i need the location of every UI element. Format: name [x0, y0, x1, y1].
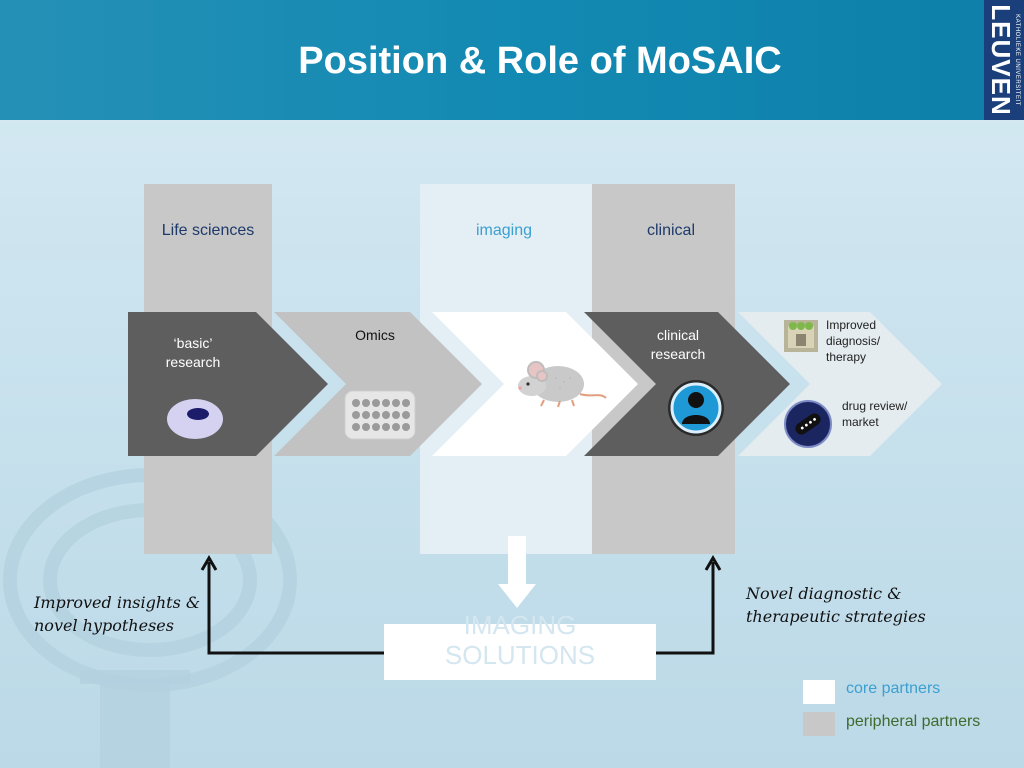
diagnosis-icon	[784, 320, 818, 352]
feedback-right-text: Novel diagnostic & therapeutic strategie…	[746, 584, 926, 626]
pill-icon	[784, 400, 832, 448]
microarray-icon	[344, 390, 416, 440]
chevron-label-basic-research: ‘basic’ research	[165, 335, 221, 370]
chevron-label-omics: Omics	[355, 327, 395, 343]
university-logo: KATHOLIEKE UNIVERSITEIT LEUVEN	[984, 0, 1024, 120]
header-bar	[0, 0, 984, 120]
down-arrow-icon	[498, 536, 536, 608]
column-label-clinical: clinical	[646, 222, 695, 239]
column-label-life-sciences: Life sciences	[161, 222, 255, 239]
legend-peripheral-swatch	[803, 712, 835, 736]
mouse-icon	[518, 361, 607, 408]
column-label-imaging: imaging	[475, 222, 533, 239]
legend-core-swatch	[803, 680, 835, 704]
imaging-solutions-box	[384, 624, 656, 680]
chevron-label-improved: Improved diagnosis/ therapy	[826, 318, 881, 364]
chevron-omics	[274, 312, 482, 456]
patient-icon	[668, 380, 724, 436]
chevron-label-clinical-research: clinical research	[650, 327, 706, 362]
chevron-label-drug-review: drug review/ market	[842, 399, 908, 429]
right-arrow-head-icon	[704, 555, 722, 571]
cell-icon	[167, 399, 223, 439]
feedback-left-text: Improved insights & novel hypotheses	[34, 593, 201, 635]
legend-peripheral-label: peripheral partners	[846, 713, 981, 730]
imaging-solutions-text: IMAGING SOLUTIONS	[444, 610, 596, 670]
left-feedback-line	[207, 562, 384, 655]
left-arrow-head-icon	[200, 555, 218, 571]
legend-core-label: core partners	[846, 680, 941, 697]
slide-title: Position & Role of MoSAIC	[298, 40, 782, 82]
right-feedback-line	[656, 562, 715, 655]
